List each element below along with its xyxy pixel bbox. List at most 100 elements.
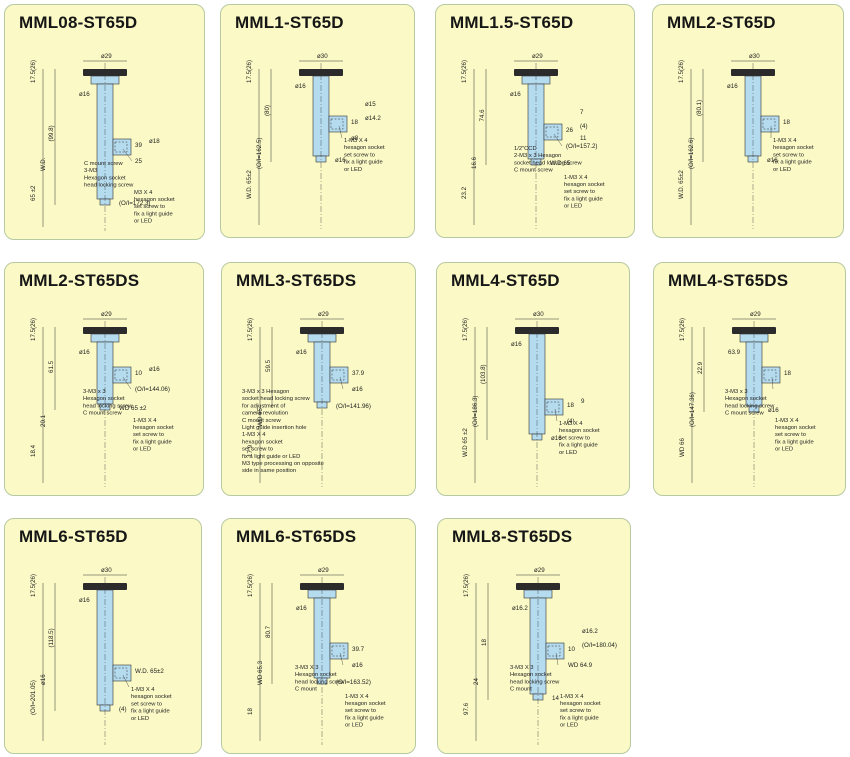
annotation-note: 2-M3 x 3 Hexagon xyxy=(514,153,561,159)
dimension-label: 17.5(26) xyxy=(461,60,468,83)
dimension-label: 17.5(26) xyxy=(246,60,253,83)
dimension-label: 17.5(26) xyxy=(678,60,685,83)
annotation-note: or LED xyxy=(773,167,791,173)
dimension-label: 37.9 xyxy=(352,370,365,377)
annotation-note: hexagon socket xyxy=(344,145,385,151)
leader-line xyxy=(553,133,563,147)
annotation-note: 1-M3 X 4 xyxy=(242,432,266,438)
annotation-note: Hexagon socket xyxy=(84,175,126,181)
light-guide-port xyxy=(328,115,348,133)
annotation-note: or LED xyxy=(344,167,362,173)
c-mount-cap xyxy=(732,327,776,334)
dimension-label: W.D 65 xyxy=(550,160,571,167)
leader-line xyxy=(555,652,559,666)
dimension-label: (80.1) xyxy=(696,100,703,116)
product-title: MML1-ST65D xyxy=(235,13,344,32)
dimension-label: ø15 xyxy=(365,101,376,108)
dimension-label: ø14.2 xyxy=(365,115,381,122)
dimension-label: ø29 xyxy=(318,311,329,318)
annotation-note: or LED xyxy=(560,723,578,729)
dimension-label: W.D. 65±2 xyxy=(246,170,253,199)
dimension-label: W.D. 65±2 xyxy=(678,170,685,199)
annotation-note: C mount screw xyxy=(242,418,281,424)
annotation-note: set screw to xyxy=(131,701,162,707)
product-title: MML6-ST65D xyxy=(19,527,128,546)
dimension-label: 25 xyxy=(135,158,142,165)
annotation-note: set screw to xyxy=(773,152,804,158)
annotation-note: head locking screw xyxy=(510,679,560,685)
annotation-note: Light guide insertion hole xyxy=(242,425,306,431)
annotation-note: 3-M3 X 3 xyxy=(295,665,319,671)
dimension-label: (80) xyxy=(264,105,271,116)
dimension-label: ø30 xyxy=(533,311,544,318)
annotation-note: for adjustment of xyxy=(242,403,286,409)
annotation-note: or LED xyxy=(775,447,793,453)
annotation-note: 1-M3 X 4 xyxy=(344,138,368,144)
annotation-note: fix a light guide xyxy=(775,439,814,445)
dimension-label: 17.5(26) xyxy=(30,574,37,597)
annotation-note: fix a light guide xyxy=(345,715,384,721)
annotation-note: head locking screw xyxy=(295,679,345,685)
annotation-note: or LED xyxy=(345,723,363,729)
dimension-label: 7 xyxy=(580,109,584,116)
dimension-label: 17.9 xyxy=(247,444,254,457)
annotation-note: hexagon socket xyxy=(345,701,386,707)
annotation-note: set screw to xyxy=(564,189,595,195)
dimension-label: WD 65 xyxy=(257,408,264,427)
dimension-label: 39.7 xyxy=(352,646,365,653)
dimension-label: ø16 xyxy=(295,83,306,90)
port-bore xyxy=(114,369,128,381)
dimension-label: (O/I=144.06) xyxy=(135,386,170,393)
annotation-note: Hexagon socket xyxy=(295,672,337,678)
dimension-label: WD 65 ±2 xyxy=(119,405,147,412)
annotation-note: or LED xyxy=(133,447,151,453)
annotation-note: hexagon socket xyxy=(242,439,283,445)
port-bore xyxy=(762,118,776,130)
dimension-label: 59.5 xyxy=(265,359,272,372)
annotation-note: C mount screw xyxy=(514,168,553,174)
port-bore xyxy=(547,645,561,657)
dimension-label: 65 ±2 xyxy=(30,185,37,201)
dimension-label: (4) xyxy=(580,123,588,130)
port-bore xyxy=(330,118,344,130)
light-guide-port xyxy=(545,642,565,660)
annotation-note: or LED xyxy=(131,716,149,722)
dimension-label: 18 xyxy=(351,119,358,126)
annotation-note: set screw to xyxy=(133,432,164,438)
annotation-note: 1-M3 X 4 xyxy=(133,418,157,424)
annotation-note: C mount screw xyxy=(725,411,764,417)
annotation-note: set screw to xyxy=(775,432,806,438)
dimension-label: ø16 xyxy=(79,597,90,604)
port-bore xyxy=(331,369,345,381)
annotation-note: 3-M3 x 3 xyxy=(725,389,748,395)
annotation-note: fix a light guide xyxy=(559,443,598,449)
dimension-label: ø30 xyxy=(317,53,328,60)
leader-line xyxy=(338,125,343,139)
dimension-label: ø29 xyxy=(532,53,543,60)
annotation-note: set screw to xyxy=(242,447,273,453)
dimension-label: (4) xyxy=(119,706,127,713)
annotation-note: fix a light guide xyxy=(560,715,599,721)
port-bore xyxy=(331,645,345,657)
dimension-label: 9 xyxy=(581,398,585,405)
annotation-note: hexagon socket xyxy=(133,425,174,431)
dimension-label: 18 xyxy=(783,119,790,126)
dimension-label: 18.4 xyxy=(30,444,37,457)
annotation-note: hexagon socket xyxy=(134,197,175,203)
annotation-note: 3-M3 x 3 xyxy=(83,389,106,395)
product-title: MML3-ST65DS xyxy=(236,271,357,290)
dimension-label: W.D 65 ±2 xyxy=(462,428,469,457)
annotation-note: set screw to xyxy=(345,708,376,714)
annotation-note: 1-M3 X 4 xyxy=(773,138,797,144)
dimension-label: ø29 xyxy=(318,567,329,574)
dimension-label: (4) xyxy=(567,418,575,425)
dimension-label: ø16 xyxy=(767,157,778,164)
dimension-label: ø16.2 xyxy=(512,605,528,612)
dimension-label: ø16.2 xyxy=(582,628,598,635)
annotation-note: or LED xyxy=(564,204,582,210)
